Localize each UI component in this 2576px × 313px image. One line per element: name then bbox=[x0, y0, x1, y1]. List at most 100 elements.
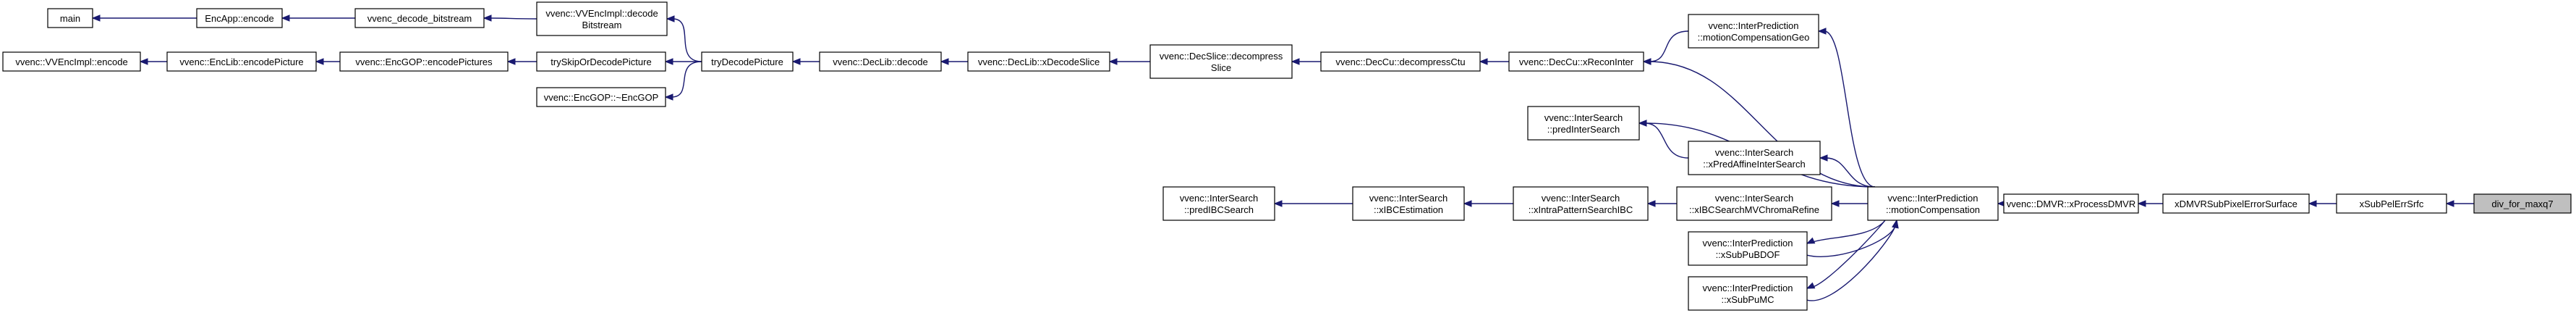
node-main[interactable]: main bbox=[47, 8, 93, 28]
arrowhead bbox=[1463, 200, 1472, 207]
node-label: vvenc::InterPrediction bbox=[1887, 193, 1978, 204]
call-edge bbox=[1824, 30, 1876, 188]
node-label: vvenc::InterSearch bbox=[1715, 147, 1793, 158]
node-label: Slice bbox=[1211, 62, 1231, 73]
node-label: vvenc::InterPrediction bbox=[1702, 283, 1793, 293]
node-is-intrapattern[interactable]: vvenc::InterSearch::xIntraPatternSearchI… bbox=[1513, 186, 1649, 221]
node-box bbox=[2162, 193, 2310, 214]
node-is-predinter[interactable]: vvenc::InterSearch::predInterSearch bbox=[1527, 106, 1640, 141]
node-dmvr-process[interactable]: vvenc::DMVR::xProcessDMVR bbox=[2003, 193, 2139, 214]
node-box bbox=[2003, 193, 2139, 214]
call-edge bbox=[1812, 220, 1886, 288]
node-is-ibcchroma[interactable]: vvenc::InterSearch::xIBCSearchMVChromaRe… bbox=[1676, 186, 1832, 221]
node-vvencimpl-enc[interactable]: vvenc::VVEncImpl::encode bbox=[2, 51, 141, 72]
arrowhead bbox=[664, 58, 673, 65]
node-label: ::predIBCSearch bbox=[1184, 204, 1254, 215]
node-label: vvenc::EncGOP::~EncGOP bbox=[544, 92, 659, 103]
node-trydecode[interactable]: tryDecodePicture bbox=[701, 51, 794, 72]
node-ip-mc[interactable]: vvenc::InterPrediction::motionCompensati… bbox=[1867, 186, 1999, 221]
arrowhead bbox=[2445, 200, 2454, 207]
node-label: ::xIBCEstimation bbox=[1374, 204, 1443, 215]
node-ip-bdof[interactable]: vvenc::InterPrediction::xSubPuBDOF bbox=[1688, 231, 1808, 266]
node-label: ::motionCompensationGeo bbox=[1698, 32, 1810, 43]
node-label: xDMVRSubPixelErrorSurface bbox=[2175, 199, 2297, 209]
arrowhead bbox=[1638, 120, 1647, 127]
arrowhead bbox=[281, 14, 290, 22]
node-encapp[interactable]: EncApp::encode bbox=[196, 8, 283, 28]
call-edges bbox=[91, 14, 2474, 301]
arrowhead bbox=[1291, 58, 1300, 65]
node-box bbox=[1352, 186, 1465, 221]
call-edge bbox=[1644, 122, 1689, 159]
node-declib-decode[interactable]: vvenc::DecLib::decode bbox=[819, 51, 942, 72]
node-box bbox=[47, 8, 93, 28]
node-box bbox=[196, 8, 283, 28]
call-edge bbox=[1812, 220, 1886, 243]
node-box bbox=[701, 51, 794, 72]
node-label: EncApp::encode bbox=[205, 13, 273, 24]
node-is-affine[interactable]: vvenc::InterSearch::xPredAffineInterSear… bbox=[1688, 141, 1821, 175]
node-label: vvenc::VVEncImpl::encode bbox=[15, 57, 127, 67]
node-box bbox=[1688, 231, 1808, 266]
node-box bbox=[1676, 186, 1832, 221]
arrowhead bbox=[2137, 200, 2146, 207]
node-encgop-dtor[interactable]: vvenc::EncGOP::~EncGOP bbox=[536, 87, 666, 107]
node-label: vvenc::DecCu::xReconInter bbox=[1519, 57, 1634, 67]
call-edge bbox=[1649, 61, 1876, 188]
arrowhead bbox=[664, 93, 673, 101]
node-deccu-xrecon[interactable]: vvenc::DecCu::xReconInter bbox=[1508, 51, 1644, 72]
arrowhead bbox=[1817, 28, 1827, 35]
arrowhead bbox=[940, 58, 949, 65]
node-declib-xdecode[interactable]: vvenc::DecLib::xDecodeSlice bbox=[967, 51, 1110, 72]
arrowhead bbox=[1806, 237, 1816, 244]
node-box bbox=[1508, 51, 1644, 72]
node-label: vvenc::EncGOP::encodePictures bbox=[355, 57, 493, 67]
call-edge bbox=[1806, 225, 1896, 257]
node-box bbox=[536, 51, 666, 72]
node-label: vvenc::DecSlice::decompress bbox=[1160, 51, 1283, 62]
arrowhead bbox=[1830, 200, 1840, 207]
node-dmvr-subpel[interactable]: xDMVRSubPixelErrorSurface bbox=[2162, 193, 2310, 214]
node-label: vvenc_decode_bitstream bbox=[367, 13, 472, 24]
node-encgop[interactable]: vvenc::EncGOP::encodePictures bbox=[339, 51, 509, 72]
arrowhead bbox=[1273, 200, 1283, 207]
node-label: vvenc::InterPrediction bbox=[1708, 20, 1798, 31]
node-box bbox=[1149, 44, 1293, 79]
node-label: trySkipOrDecodePicture bbox=[551, 57, 651, 67]
node-box bbox=[166, 51, 317, 72]
node-ip-mcgeo[interactable]: vvenc::InterPrediction::motionCompensati… bbox=[1688, 14, 1819, 49]
node-is-ibcest[interactable]: vvenc::InterSearch::xIBCEstimation bbox=[1352, 186, 1465, 221]
node-box bbox=[1688, 276, 1808, 311]
call-edge bbox=[672, 18, 702, 62]
node-label: vvenc::InterSearch bbox=[1369, 193, 1448, 204]
call-edge bbox=[671, 61, 702, 98]
node-box bbox=[1513, 186, 1649, 221]
node-box bbox=[1867, 186, 1999, 221]
node-box bbox=[819, 51, 942, 72]
node-subpel-srfc[interactable]: xSubPelErrSrfc bbox=[2336, 193, 2447, 214]
node-div-maxq7[interactable]: div_for_maxq7 bbox=[2473, 193, 2572, 214]
call-edge bbox=[1649, 30, 1689, 62]
call-edge bbox=[1806, 225, 1896, 301]
arrowhead bbox=[315, 58, 324, 65]
arrowhead bbox=[1646, 200, 1656, 207]
node-label: vvenc::EncLib::encodePicture bbox=[179, 57, 303, 67]
arrowhead bbox=[2308, 200, 2317, 207]
call-edge bbox=[489, 17, 537, 20]
node-decstream[interactable]: vvenc_decode_bitstream bbox=[354, 8, 485, 28]
node-box bbox=[1527, 106, 1640, 141]
node-is-predibc[interactable]: vvenc::InterSearch::predIBCSearch bbox=[1162, 186, 1275, 221]
arrowhead bbox=[1108, 58, 1118, 65]
node-tryskip[interactable]: trySkipOrDecodePicture bbox=[536, 51, 666, 72]
node-ip-submc[interactable]: vvenc::InterPrediction::xSubPuMC bbox=[1688, 276, 1808, 311]
node-label: ::xIntraPatternSearchIBC bbox=[1529, 204, 1633, 215]
node-enclib[interactable]: vvenc::EncLib::encodePicture bbox=[166, 51, 317, 72]
node-box bbox=[2473, 193, 2572, 214]
arrowhead bbox=[91, 14, 101, 22]
node-label: ::predInterSearch bbox=[1547, 124, 1620, 135]
node-deccu-decompress[interactable]: vvenc::DecCu::decompressCtu bbox=[1320, 51, 1481, 72]
node-box bbox=[536, 1, 668, 36]
